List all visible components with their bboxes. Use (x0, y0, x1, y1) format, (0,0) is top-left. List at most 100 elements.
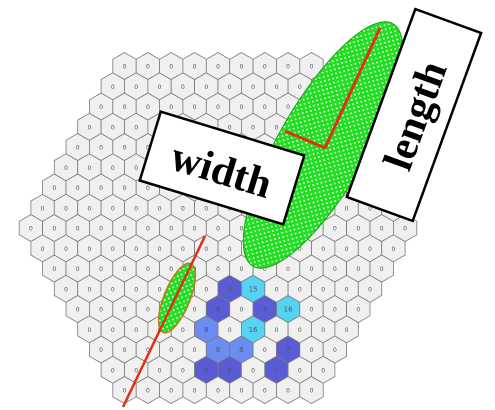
hex-pixel-value: 0 (123, 104, 127, 111)
hex-pixel-value: 0 (146, 226, 150, 233)
hex-pixel-value: 0 (123, 226, 127, 233)
hex-pixel-value: 6 (204, 366, 209, 374)
hex-pixel-value: 0 (87, 286, 91, 293)
hex-pixel-value: 0 (193, 307, 197, 314)
hex-pixel-value: 0 (158, 367, 162, 374)
hex-pixel-value: 0 (193, 388, 197, 395)
hex-pixel-value: 0 (134, 327, 138, 334)
hex-pixel-value: 0 (204, 286, 208, 293)
hex-pixel-value: 16 (249, 326, 258, 334)
hex-pixel-value: 0 (169, 226, 173, 233)
hex-pixel-value: 0 (169, 104, 173, 111)
hex-pixel-value: 0 (228, 246, 232, 253)
hex-pixel-value: 0 (310, 347, 314, 354)
hex-pixel-value: 7 (286, 346, 290, 354)
hex-pixel-value: 0 (123, 347, 127, 354)
width-axis-line (284, 129, 326, 150)
hex-pixel-value: 0 (76, 145, 80, 152)
hex-pixel-value: 0 (286, 104, 290, 111)
hex-pixel-value: 0 (228, 124, 232, 131)
hex-pixel-value: 0 (99, 347, 103, 354)
hex-pixel-value: 0 (181, 84, 185, 91)
hex-pixel-value: 0 (99, 266, 103, 273)
hex-pixel-value: 7 (274, 366, 278, 374)
hex-pixel-value: 0 (298, 246, 302, 253)
hex-pixel-value: 0 (216, 226, 220, 233)
hex-pixel-value: 0 (193, 64, 197, 71)
hex-pixel-value: 0 (181, 367, 185, 374)
hex-pixel-value: 0 (181, 205, 185, 212)
hex-pixel-value: 0 (169, 266, 173, 273)
hex-pixel-value: 4 (227, 285, 232, 293)
hex-pixel-value: 0 (275, 84, 279, 91)
hex-pixel-value: 0 (286, 64, 290, 71)
hex-pixel-value: 0 (228, 327, 232, 334)
hex-pixel-value: 0 (251, 84, 255, 91)
hex-pixel-value: 8 (239, 346, 243, 354)
hex-pixel-value: 0 (87, 124, 91, 131)
hex-pixel-value: 0 (169, 347, 173, 354)
hex-pixel-value: 0 (321, 327, 325, 334)
hex-pixel-value: 0 (146, 185, 150, 192)
hex-pixel-value: 0 (146, 145, 150, 152)
hex-pixel-value: 0 (263, 104, 267, 111)
hex-pixel-value: 4 (263, 306, 268, 314)
hex-pixel-value: 0 (111, 367, 115, 374)
hex-pixel-value: 0 (41, 205, 45, 212)
hex-pixel-value: 0 (403, 226, 407, 233)
hex-pixel-value: 0 (111, 246, 115, 253)
hex-pixel-value: 0 (310, 266, 314, 273)
hex-pixel-value: 0 (87, 205, 91, 212)
hex-pixel-value: 0 (134, 367, 138, 374)
hex-pixel-value: 0 (216, 104, 220, 111)
hex-pixel-value: 0 (368, 205, 372, 212)
hex-pixel-value: 0 (181, 327, 185, 334)
hex-pixel-value: 0 (99, 226, 103, 233)
hex-pixel-value: 0 (111, 205, 115, 212)
hex-pixel-value: 0 (146, 266, 150, 273)
hex-pixel-value: 0 (228, 84, 232, 91)
hex-pixel-value: 0 (87, 246, 91, 253)
hex-pixel-value: 0 (99, 185, 103, 192)
hex-pixel-value: 0 (52, 185, 56, 192)
hex-pixel-value: 0 (239, 64, 243, 71)
hex-pixel-value: 0 (368, 246, 372, 253)
hex-pixel-value: 0 (193, 347, 197, 354)
hex-pixel-value: 0 (123, 307, 127, 314)
hex-pixel-value: 0 (146, 347, 150, 354)
hex-pixel-value: 0 (380, 226, 384, 233)
hex-pixel-value: 0 (310, 64, 314, 71)
hex-pixel-value: 0 (76, 185, 80, 192)
hex-pixel-value: 0 (356, 266, 360, 273)
hex-pixel-value: 0 (87, 327, 91, 334)
hex-pixel-value: 0 (123, 185, 127, 192)
hex-pixel-value: 0 (123, 266, 127, 273)
hex-pixel-value: 8 (216, 346, 220, 354)
hex-pixel-value: 0 (263, 347, 267, 354)
hex-pixel-value: 0 (368, 286, 372, 293)
hex-pixel-value: 0 (251, 124, 255, 131)
hex-pixel-value: 0 (286, 388, 290, 395)
hex-pixel-value: 0 (52, 226, 56, 233)
hex-pixel-value: 0 (134, 165, 138, 172)
hex-pixel-value: 0 (298, 84, 302, 91)
hex-pixel-value: 0 (391, 246, 395, 253)
hex-pixel-value: 0 (321, 367, 325, 374)
hex-pixel-value: 0 (275, 286, 279, 293)
hex-pixel-value: 0 (134, 205, 138, 212)
hex-pixel-value: 0 (111, 286, 115, 293)
hex-pixel-value: 15 (249, 285, 258, 293)
hex-pixel-value: 0 (239, 226, 243, 233)
hex-pixel-value: 0 (333, 266, 337, 273)
hex-pixel-value: 0 (263, 64, 267, 71)
hex-pixel-value: 0 (204, 84, 208, 91)
hex-pixel-value: 0 (99, 145, 103, 152)
hex-pixel-value: 0 (169, 64, 173, 71)
hex-pixel-value: 0 (286, 266, 290, 273)
hex-pixel-value: 8 (204, 326, 208, 334)
hex-pixel-value: 0 (123, 388, 127, 395)
hex-pixel-value: 0 (158, 205, 162, 212)
hex-pixel-value: 0 (193, 226, 197, 233)
